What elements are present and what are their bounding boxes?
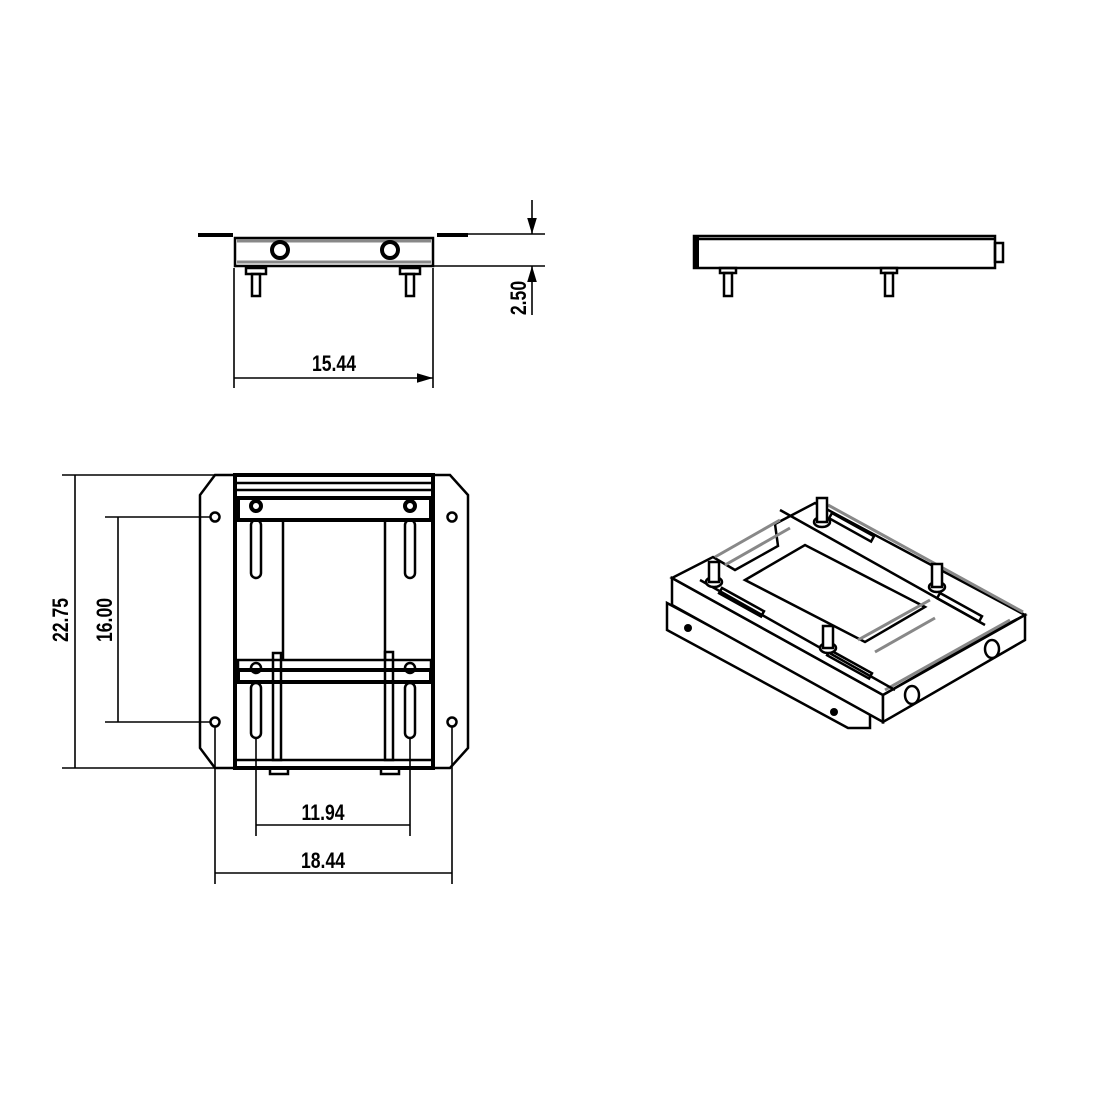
dimension-hole-spacing: 16.00: [93, 598, 117, 642]
dimension-slot-spacing: 11.94: [301, 801, 344, 825]
bolt: [818, 624, 838, 655]
bolt: [704, 560, 724, 589]
dimension-height: 2.50: [507, 281, 531, 315]
dimension-overall-length: 22.75: [49, 598, 73, 642]
front-view: 15.44 2.50: [198, 200, 545, 388]
isometric-view: [665, 496, 1028, 730]
bolt-hole: [380, 240, 400, 260]
dimension-front-width: 15.44: [312, 352, 356, 376]
side-view: [692, 234, 1005, 298]
dimension-overall-width: 18.44: [301, 849, 345, 873]
bolt: [927, 562, 947, 594]
bolt: [812, 496, 832, 529]
bolt-hole: [270, 240, 290, 260]
plan-view: 22.75 16.00 11.94 18.44: [49, 473, 470, 884]
